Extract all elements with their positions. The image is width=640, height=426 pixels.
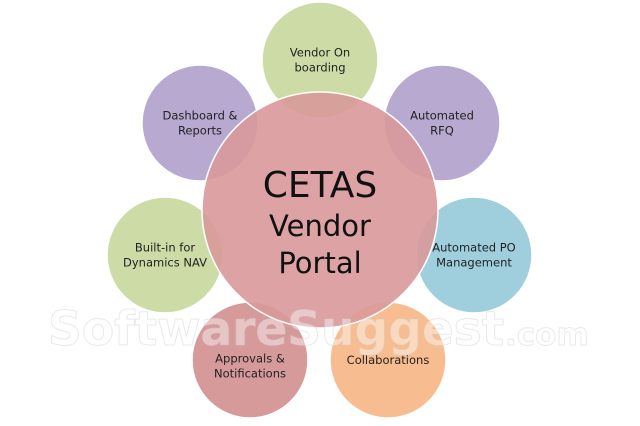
watermark-tld: .com — [505, 317, 589, 353]
center-line-2: Portal — [278, 246, 361, 280]
node-label-dashboard-reports-line-1: Dashboard & — [162, 109, 237, 123]
center-circle — [201, 91, 439, 329]
node-label-dashboard-reports-line-2: Reports — [178, 124, 222, 138]
node-label-approvals-notifications-line-1: Approvals & — [215, 352, 285, 366]
center-title: CETAS — [263, 165, 378, 206]
node-label-automated-po-management-line-1: Automated PO — [432, 241, 515, 255]
node-label-vendor-onboarding-line-1: Vendor On — [290, 46, 350, 60]
node-label-automated-po-management-line-2: Management — [436, 256, 512, 270]
watermark: SoftwareSuggest .com — [48, 302, 590, 358]
watermark-brand: SoftwareSuggest — [48, 302, 504, 357]
node-label-built-in-dynamics-nav-line-2: Dynamics NAV — [123, 256, 207, 270]
node-label-automated-rfq-line-2: RFQ — [430, 124, 454, 138]
node-label-automated-rfq-line-1: Automated — [410, 109, 474, 123]
node-circles — [106, 1, 533, 419]
center-hub: CETAS Vendor Portal — [201, 91, 439, 329]
node-label-vendor-onboarding-line-2: boarding — [295, 61, 346, 75]
node-label-collaborations-line-1: Collaborations — [347, 353, 430, 367]
node-label-approvals-notifications-line-2: Notifications — [214, 367, 286, 381]
node-label-built-in-dynamics-nav-line-1: Built-in for — [135, 241, 195, 255]
center-line-1: Vendor — [269, 209, 371, 243]
